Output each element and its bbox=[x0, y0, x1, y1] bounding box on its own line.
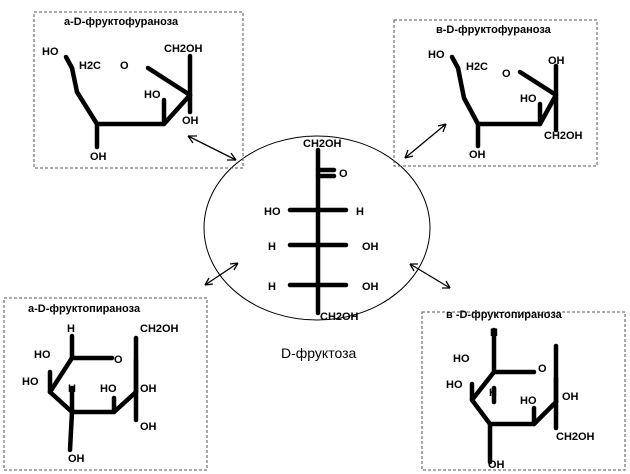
center-oh-2: OH bbox=[362, 241, 379, 253]
beta-pyranose-ch2oh: CH2OH bbox=[556, 431, 595, 443]
alpha-pyranose-box bbox=[3, 297, 208, 471]
alpha-pyranose-panel: а-D-фруктопираноза H CH2OH HO O HO H HO … bbox=[3, 297, 208, 471]
center-ellipse bbox=[203, 135, 431, 321]
alpha-furanose-bonds bbox=[63, 53, 193, 150]
alpha-pyranose-title: а-D-фруктопираноза bbox=[28, 303, 141, 315]
alpha-furanose-oh-bottom: OH bbox=[90, 151, 107, 163]
alpha-furanose-ho: HO bbox=[42, 46, 59, 58]
beta-furanose-h2c: H2C bbox=[466, 61, 488, 73]
alpha-furanose-box bbox=[33, 11, 244, 169]
alpha-furanose-h2c: H2C bbox=[79, 60, 101, 72]
alpha-furanose-ho-ring: HO bbox=[144, 89, 161, 101]
alpha-pyranose-ho-mid: HO bbox=[100, 383, 117, 395]
beta-pyranose-h-mid: H bbox=[489, 387, 497, 399]
beta-furanose-ring-o: O bbox=[502, 68, 511, 80]
beta-pyranose-oh-right: OH bbox=[562, 391, 579, 403]
beta-furanose-ho-ring: HO bbox=[520, 93, 537, 105]
center-ch2oh-top: CH2OH bbox=[303, 138, 342, 150]
alpha-pyranose-ho: HO bbox=[34, 349, 51, 361]
beta-pyranose-title: в -D-фруктопираноза bbox=[446, 309, 563, 321]
center-h-1: H bbox=[356, 206, 364, 218]
alpha-pyranose-h-mid: H bbox=[68, 383, 76, 395]
beta-pyranose-ho-left: HO bbox=[446, 379, 463, 391]
alpha-furanose-oh-right: OH bbox=[182, 115, 199, 127]
beta-furanose-box bbox=[393, 19, 598, 167]
beta-furanose-oh-bottom: OH bbox=[469, 149, 486, 161]
beta-pyranose-ho-mid: HO bbox=[520, 395, 537, 407]
alpha-pyranose-ring-o: O bbox=[114, 354, 123, 366]
alpha-pyranose-ho-left: HO bbox=[22, 376, 39, 388]
beta-pyranose-ring-o: O bbox=[538, 363, 547, 375]
arrow-bottom-right bbox=[409, 263, 451, 289]
beta-pyranose-box bbox=[421, 311, 626, 471]
alpha-pyranose-ch2oh: CH2OH bbox=[140, 323, 179, 335]
alpha-pyranose-oh-right: OH bbox=[140, 383, 157, 395]
arrow-bottom-left bbox=[204, 262, 239, 286]
arrow-top-left bbox=[187, 135, 237, 161]
open-chain-fructose: CH2OH O HO H H OH H OH CH2OH bbox=[203, 135, 431, 323]
center-ho-1: HO bbox=[264, 206, 281, 218]
beta-furanose-ho: HO bbox=[428, 49, 445, 61]
equilibrium-arrows bbox=[187, 123, 451, 289]
alpha-furanose-ch2oh: CH2OH bbox=[164, 43, 203, 55]
beta-furanose-bonds bbox=[449, 54, 559, 149]
center-carbonyl-o: O bbox=[339, 168, 348, 180]
alpha-pyranose-h-top: H bbox=[67, 323, 75, 335]
alpha-pyranose-oh-lowright: OH bbox=[140, 421, 157, 433]
open-chain-bonds bbox=[287, 147, 349, 316]
alpha-pyranose-oh-bottom: OH bbox=[68, 453, 85, 465]
center-caption: D-фруктоза bbox=[281, 345, 357, 361]
beta-furanose-panel: в-D-фруктофураноза HO H2C O OH HO CH2OH … bbox=[393, 19, 598, 167]
beta-furanose-title: в-D-фруктофураноза bbox=[436, 24, 552, 36]
arrow-top-right bbox=[404, 123, 447, 159]
alpha-furanose-title: а-D-фруктофураноза bbox=[64, 16, 179, 28]
beta-pyranose-oh-bottom: OH bbox=[488, 459, 505, 471]
alpha-furanose-ring-o: O bbox=[120, 60, 129, 72]
center-oh-3: OH bbox=[362, 281, 379, 293]
center-h-2: H bbox=[268, 241, 276, 253]
beta-pyranose-ho: HO bbox=[453, 353, 470, 365]
beta-pyranose-panel: в -D-фруктопираноза H HO O HO H HO OH CH… bbox=[421, 309, 626, 471]
beta-furanose-oh-top: OH bbox=[548, 55, 565, 67]
beta-pyranose-bonds bbox=[469, 327, 559, 465]
alpha-furanose-panel: а-D-фруктофураноза HO H2C O CH2OH HO OH … bbox=[33, 11, 244, 169]
beta-furanose-ch2oh: CH2OH bbox=[544, 130, 583, 142]
alpha-pyranose-bonds bbox=[47, 333, 139, 453]
center-ch2oh-bottom: CH2OH bbox=[320, 311, 359, 323]
beta-pyranose-h-top: H bbox=[490, 327, 498, 339]
center-h-3: H bbox=[268, 281, 276, 293]
